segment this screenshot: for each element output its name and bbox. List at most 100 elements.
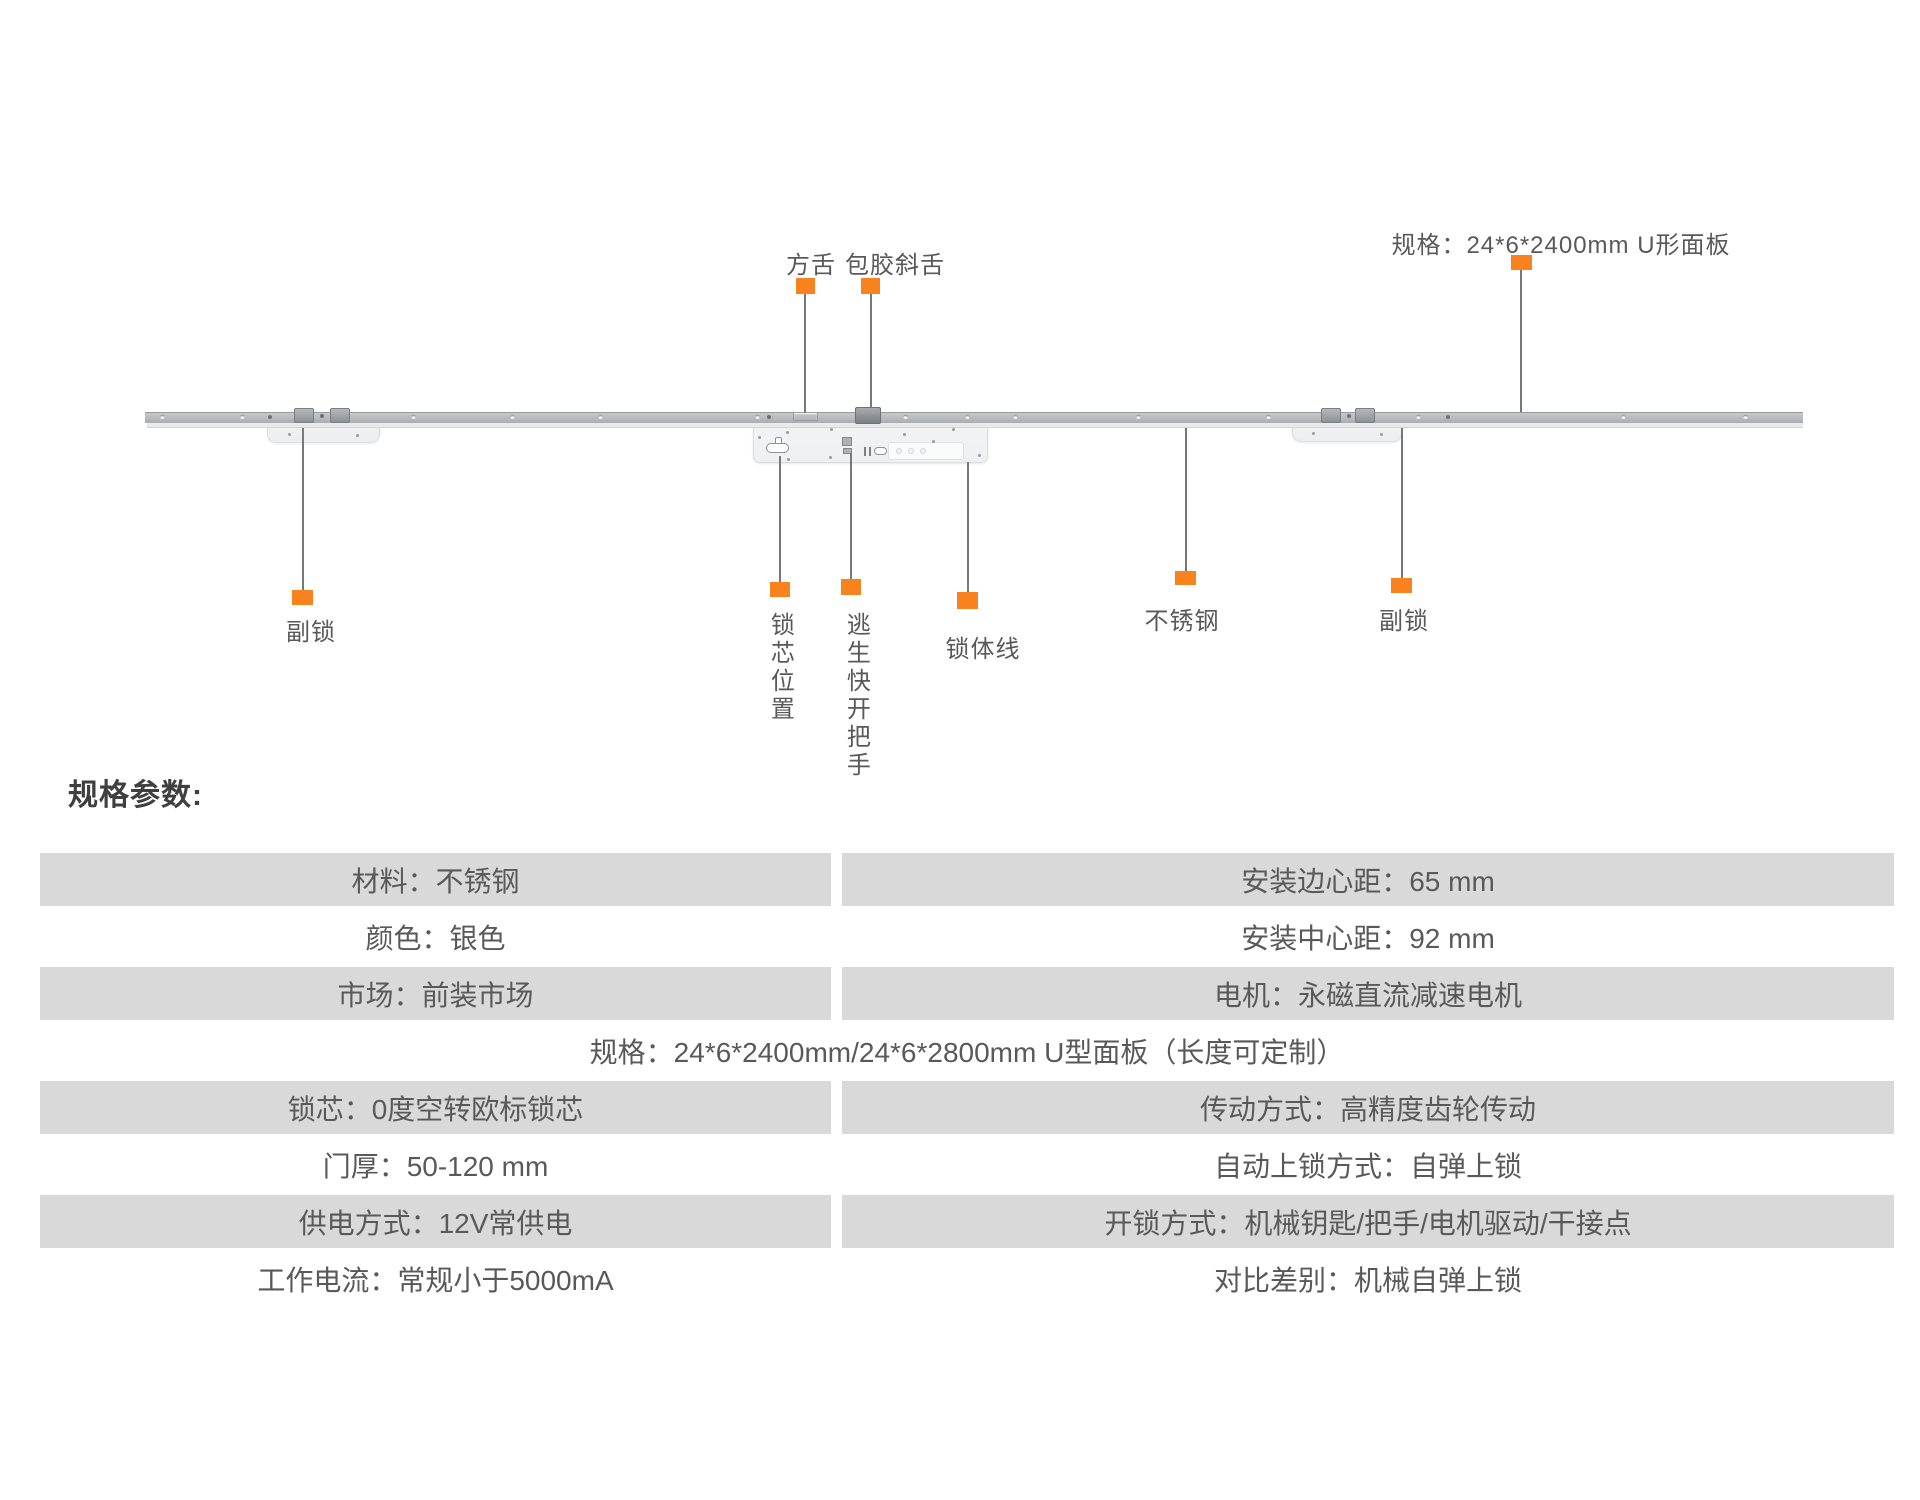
spec-cell: 材料：不锈钢: [40, 853, 831, 906]
left-deadbolt-block-1: [294, 408, 314, 423]
body-slot: [869, 447, 871, 456]
plate-screw: [356, 434, 359, 437]
table-row: 市场：前装市场 电机：永磁直流减速电机: [40, 967, 1894, 1020]
bar-hole: [240, 415, 245, 419]
column-divider: [831, 910, 842, 963]
callout-marker-icon: [1175, 571, 1196, 585]
spec-cell: 电机：永磁直流减速电机: [842, 967, 1894, 1020]
bar-hole: [160, 415, 165, 419]
table-row: 材料：不锈钢 安装边心距：65 mm: [40, 853, 1894, 906]
spec-section-heading: 规格参数:: [68, 779, 203, 812]
column-divider: [831, 1138, 842, 1191]
body-screw: [952, 428, 955, 431]
right-deadbolt-block-1: [1321, 408, 1341, 423]
callout-line-escape-handle: [850, 453, 852, 579]
bar-screw: [320, 414, 324, 418]
callout-marker-icon: [1391, 578, 1412, 593]
bar-hole: [1136, 415, 1141, 419]
label-cylinder-position: 锁芯位置: [766, 612, 794, 724]
callout-marker-icon: [770, 582, 790, 597]
spec-cell: 自动上锁方式：自弹上锁: [842, 1138, 1894, 1191]
table-row: 颜色：银色 安装中心距：92 mm: [40, 910, 1894, 963]
label-panel-spec: 规格：24*6*2400mm U形面板: [1391, 232, 1731, 259]
bar-hole: [755, 415, 760, 419]
bar-hole: [1743, 415, 1748, 419]
faceplate-bar-bevel: [147, 423, 1803, 428]
spec-cell-fullwidth: 规格：24*6*2400mm/24*6*2800mm U型面板（长度可定制）: [40, 1024, 1894, 1077]
spec-cell: 工作电流：常规小于5000mA: [40, 1252, 831, 1305]
bar-hole: [1416, 415, 1421, 419]
bar-hole: [903, 415, 908, 419]
column-divider: [831, 967, 842, 1020]
label-stainless: 不锈钢: [1144, 608, 1220, 635]
plate-screw: [1380, 433, 1383, 436]
body-recessed-panel: [888, 442, 964, 460]
spec-cell: 门厚：50-120 mm: [40, 1138, 831, 1191]
bar-hole: [965, 415, 970, 419]
body-screw: [829, 456, 832, 459]
cylinder-keyhole-icon: [766, 443, 789, 453]
body-screw: [758, 436, 761, 439]
label-square-bolt: 方舌: [786, 252, 836, 279]
callout-line-aux-lock-right: [1401, 428, 1403, 578]
label-aux-lock-left: 副锁: [286, 619, 336, 646]
body-screw: [787, 458, 790, 461]
spec-cell: 锁芯：0度空转欧标锁芯: [40, 1081, 831, 1134]
table-row: 供电方式：12V常供电 开锁方式：机械钥匙/把手/电机驱动/干接点: [40, 1195, 1894, 1248]
spec-cell: 对比差别：机械自弹上锁: [842, 1252, 1894, 1305]
callout-line-rubber-latch: [870, 294, 872, 408]
panel-hole: [908, 448, 914, 454]
handle-socket: [843, 448, 852, 454]
label-rubber-latch: 包胶斜舌: [845, 252, 945, 279]
bar-screw: [268, 415, 272, 419]
faceplate-bar: [145, 412, 1803, 423]
spec-cell: 颜色：银色: [40, 910, 831, 963]
bar-hole: [1621, 415, 1626, 419]
bar-hole: [598, 415, 603, 419]
callout-line-cylinder: [779, 456, 781, 582]
callout-marker-icon: [292, 590, 313, 605]
column-divider: [831, 853, 842, 906]
body-screw: [903, 433, 906, 436]
right-deadbolt-block-2: [1355, 408, 1375, 423]
callout-marker-icon: [957, 592, 978, 609]
spec-cell: 安装边心距：65 mm: [842, 853, 1894, 906]
body-oval-hole: [874, 447, 887, 455]
spec-cell: 传动方式：高精度齿轮传动: [842, 1081, 1894, 1134]
body-screw: [830, 428, 833, 431]
handle-socket: [842, 437, 852, 446]
label-escape-handle: 逃生快开把手: [842, 612, 870, 780]
callout-line-panel-spec: [1520, 270, 1522, 412]
bar-hole: [411, 415, 416, 419]
bar-hole: [1266, 415, 1271, 419]
spec-cell: 开锁方式：机械钥匙/把手/电机驱动/干接点: [842, 1195, 1894, 1248]
spec-cell: 供电方式：12V常供电: [40, 1195, 831, 1248]
callout-marker-icon: [841, 579, 861, 595]
body-screw: [978, 454, 981, 457]
table-row: 工作电流：常规小于5000mA 对比差别：机械自弹上锁: [40, 1252, 1894, 1305]
panel-hole: [920, 448, 926, 454]
bar-hole: [510, 415, 515, 419]
label-aux-lock-right: 副锁: [1379, 608, 1429, 635]
bar-screw: [767, 415, 771, 419]
square-bolt-slot: [793, 412, 818, 421]
callout-marker-icon: [861, 278, 880, 294]
callout-line-square-bolt: [804, 294, 806, 413]
plate-screw: [288, 433, 291, 436]
table-row: 锁芯：0度空转欧标锁芯 传动方式：高精度齿轮传动: [40, 1081, 1894, 1134]
panel-hole: [896, 448, 902, 454]
spec-cell: 市场：前装市场: [40, 967, 831, 1020]
table-row: 规格：24*6*2400mm/24*6*2800mm U型面板（长度可定制）: [40, 1024, 1894, 1077]
table-row: 门厚：50-120 mm 自动上锁方式：自弹上锁: [40, 1138, 1894, 1191]
callout-line-lock-wire: [967, 462, 969, 592]
plate-screw: [1312, 432, 1315, 435]
bar-screw: [1347, 414, 1351, 418]
left-sub-lock-plate: [267, 425, 380, 443]
label-lock-wire: 锁体线: [945, 636, 1021, 663]
body-screw: [932, 440, 935, 443]
column-divider: [831, 1081, 842, 1134]
callout-marker-icon: [1511, 255, 1532, 270]
spec-table: 材料：不锈钢 安装边心距：65 mm 颜色：银色 安装中心距：92 mm 市场：…: [40, 853, 1894, 1305]
body-slot: [864, 447, 866, 456]
